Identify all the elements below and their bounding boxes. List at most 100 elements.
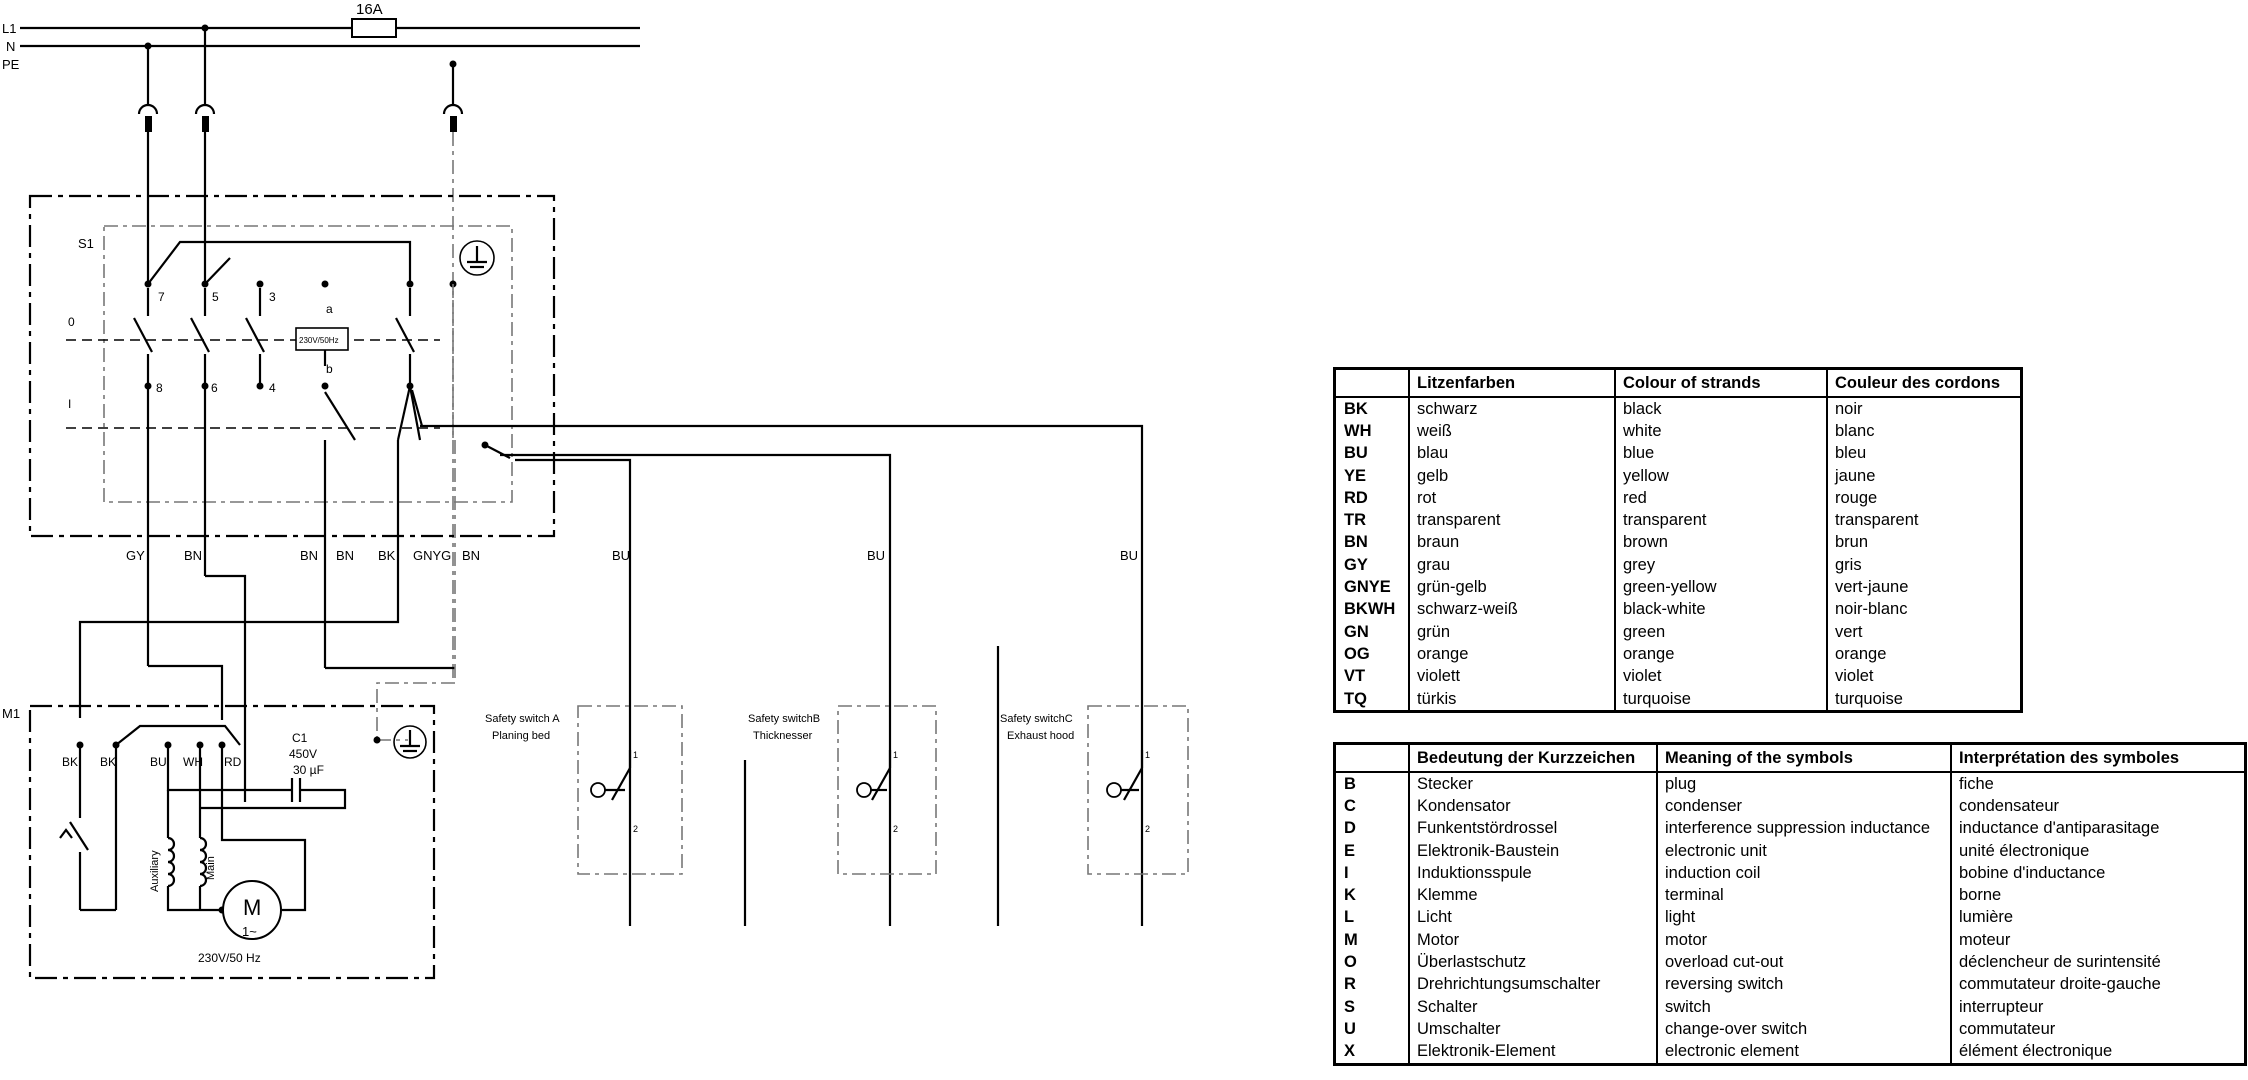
table-cell: terminal: [1657, 884, 1952, 907]
wire-code-labels: GY BN BN BN BK GNYG BN BU BU BU: [126, 548, 1138, 563]
table-cell: jaune: [1835, 466, 1876, 485]
capacitor-value: 30 µF: [293, 763, 324, 777]
table-cell: gris: [1835, 555, 1862, 574]
table-cell: blau: [1409, 442, 1616, 465]
code-cell: RD: [1334, 487, 1410, 510]
auxiliary-winding-label: Auxiliary: [149, 850, 161, 892]
wire-code: BN: [462, 548, 480, 563]
code-cell: R: [1334, 973, 1410, 996]
code-cell: BU: [1334, 442, 1410, 465]
table-cell: Klemme: [1409, 884, 1658, 907]
table-cell: weiß: [1409, 420, 1616, 443]
code-cell: VT: [1334, 665, 1410, 688]
terminal-3: 3: [269, 290, 276, 304]
capacitor-label: C1: [292, 731, 308, 745]
line-label-pe: PE: [2, 57, 20, 72]
safety-switch-a: Safety switch A Planing bed 1 2: [485, 705, 683, 875]
symbol-legend-table: Bedeutung der Kurzzeichen Meaning of the…: [1333, 742, 2247, 1066]
safety-switch-b: Safety switchB Thicknesser 1 2: [748, 705, 937, 875]
table-cell: fiche: [1959, 774, 1994, 793]
table-cell: Kondensator: [1409, 795, 1658, 818]
colour-legend-table: Litzenfarben Colour of strands Couleur d…: [1333, 367, 2023, 714]
svg-text:1: 1: [633, 750, 638, 760]
table-cell: violet: [1835, 667, 1874, 686]
table-cell: transparent: [1615, 509, 1828, 532]
table-cell: blanc: [1835, 421, 1875, 440]
table-cell: Umschalter: [1409, 1018, 1658, 1041]
fuse-symbol: [351, 18, 397, 38]
terminal-6: 6: [211, 381, 218, 395]
table-cell: vert-jaune: [1835, 578, 1909, 597]
svg-text:2: 2: [1145, 824, 1150, 834]
internal-wiring: [78, 386, 1144, 926]
code-cell: X: [1334, 1040, 1410, 1065]
code-cell: L: [1334, 906, 1410, 930]
switch-label: S1: [78, 236, 94, 251]
table-cell: schwarz-weiß: [1409, 598, 1616, 621]
table-cell: grün: [1409, 620, 1616, 644]
safety-switch-title: Safety switchB: [748, 713, 820, 725]
table-cell: turquoise: [1615, 687, 1828, 712]
wire-code: BN: [184, 548, 202, 563]
table-cell: rot: [1409, 487, 1616, 510]
table-cell: reversing switch: [1657, 973, 1952, 996]
capacitor-voltage: 450V: [289, 747, 317, 761]
header-cell: Meaning of the symbols: [1657, 743, 1952, 773]
table-cell: borne: [1959, 886, 2002, 905]
table-cell: overload cut-out: [1657, 951, 1952, 974]
table-cell: black: [1615, 397, 1828, 421]
header-cell: Colour of strands: [1615, 368, 1828, 398]
svg-text:1~: 1~: [242, 924, 257, 939]
table-cell: türkis: [1409, 687, 1616, 712]
header-cell: Couleur des cordons: [1827, 368, 2022, 398]
motor-rating: 230V/50 Hz: [198, 951, 261, 965]
motor-terminal-bk: BK: [100, 755, 116, 769]
code-cell: K: [1334, 884, 1410, 907]
motor-terminal-bu: BU: [150, 755, 167, 769]
table-cell: red: [1615, 487, 1828, 510]
fuse-label: 16A: [356, 1, 383, 18]
table-cell: grey: [1615, 554, 1828, 577]
supply-lines: L1 N PE 16A: [2, 1, 640, 72]
code-cell: BKWH: [1334, 598, 1410, 621]
header-cell: Litzenfarben: [1409, 368, 1616, 398]
header-cell: Bedeutung der Kurzzeichen: [1409, 743, 1658, 773]
header-cell: [1334, 743, 1410, 773]
table-cell: Licht: [1409, 906, 1658, 930]
table-cell: condensateur: [1959, 796, 2059, 815]
table-cell: Funkentstördrossel: [1409, 817, 1658, 840]
code-cell: I: [1334, 862, 1410, 885]
safety-switch-subtitle: Planing bed: [492, 730, 550, 742]
safety-switch-title: Safety switchC: [1000, 713, 1073, 725]
table-cell: transparent: [1835, 511, 1919, 530]
table-cell: blue: [1615, 442, 1828, 465]
wiring-schematic: L1 N PE 16A S1 0 I: [2, 1, 1189, 980]
table-cell: orange: [1615, 643, 1828, 666]
table-cell: braun: [1409, 531, 1616, 555]
line-label-l1: L1: [2, 21, 16, 36]
table-cell: Schalter: [1409, 995, 1658, 1019]
table-cell: Stecker: [1409, 772, 1658, 796]
table-cell: commutateur droite-gauche: [1959, 975, 2161, 994]
wire-code: BN: [336, 548, 354, 563]
code-cell: B: [1334, 772, 1410, 796]
motor-symbol-text: M: [243, 895, 261, 920]
table-cell: noir-blanc: [1835, 600, 1908, 619]
main-winding-label: Main: [205, 856, 217, 880]
table-cell: violet: [1615, 665, 1828, 688]
table-cell: noir: [1835, 399, 1863, 418]
wire-code: BN: [300, 548, 318, 563]
switch-enclosure: [28, 194, 556, 538]
